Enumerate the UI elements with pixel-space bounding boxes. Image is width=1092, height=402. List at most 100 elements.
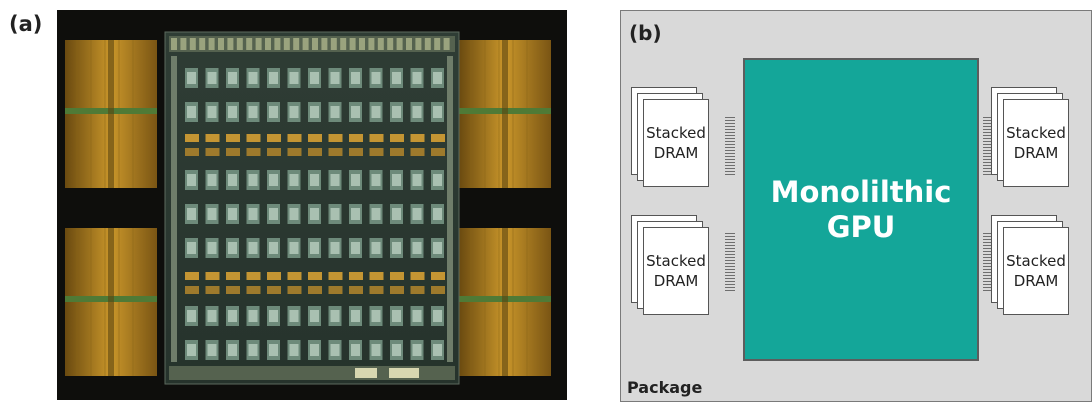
dram-stack-top-left: Stacked DRAM [631, 87, 721, 187]
sm-block-inner [412, 106, 422, 118]
cache-block [431, 286, 445, 294]
sm-block-inner [269, 72, 278, 84]
sm-block-inner [351, 310, 360, 322]
sm-block-inner [433, 242, 442, 254]
hbm-center-band [502, 228, 508, 376]
sm-block-inner [207, 208, 217, 220]
sm-block-inner [269, 344, 278, 356]
sm-block-inner [269, 174, 278, 186]
sm-block-inner [207, 72, 217, 84]
dram-label-line2: DRAM [1013, 144, 1059, 162]
die-io-pad [227, 38, 234, 50]
cache-block [369, 148, 384, 156]
cache-block [205, 272, 220, 280]
cache-block [287, 134, 302, 142]
sm-block-inner [289, 208, 299, 220]
die-io-pad [340, 38, 347, 50]
interposer-wires-top-right [983, 117, 993, 175]
sm-block-inner [392, 310, 401, 322]
cache-block [328, 286, 343, 294]
dram-label-line2: DRAM [653, 144, 699, 162]
sm-block-inner [412, 174, 422, 186]
die-io-pad [293, 38, 300, 50]
hbm-center-band [108, 40, 114, 188]
sm-block-inner [330, 208, 340, 220]
dram-layer-front: Stacked DRAM [643, 227, 709, 315]
cache-block [226, 148, 240, 156]
sm-block-inner [310, 242, 319, 254]
dram-stack-top-right: Stacked DRAM [991, 87, 1081, 187]
gpu-die-photo [57, 10, 567, 400]
sm-block-inner [371, 174, 381, 186]
die-io-pad [208, 38, 215, 50]
sm-block-inner [351, 174, 360, 186]
sm-block-inner [187, 344, 196, 356]
cache-block [205, 286, 220, 294]
cache-block [185, 272, 199, 280]
cache-block [349, 272, 363, 280]
die-io-pad [199, 38, 206, 50]
die-io-pad [406, 38, 412, 50]
sm-block-inner [248, 242, 258, 254]
sm-block-inner [433, 72, 442, 84]
die-io-pad [359, 38, 365, 50]
die-io-pad [218, 38, 224, 50]
sm-block-inner [330, 72, 340, 84]
die-io-pad [443, 38, 450, 50]
sm-block-inner [412, 344, 422, 356]
sm-block-inner [248, 106, 258, 118]
sm-block-inner [412, 310, 422, 322]
die-io-pad [171, 38, 177, 50]
sm-block-inner [330, 106, 340, 118]
sm-block-inner [392, 106, 401, 118]
die-photo-drawing [57, 10, 567, 400]
die-io-pad [189, 38, 196, 50]
hbm-center-band [108, 228, 114, 376]
cache-block [308, 148, 322, 156]
dram-label-line1: Stacked [646, 123, 706, 142]
cache-block [246, 134, 261, 142]
cache-block [185, 286, 199, 294]
die-side-bus-right [447, 56, 453, 362]
cache-block [431, 148, 445, 156]
dram-label-line1: Stacked [1006, 123, 1066, 142]
sm-block-inner [433, 310, 442, 322]
hbm-stacks-photo [65, 40, 551, 376]
cache-block [185, 148, 199, 156]
sm-block-inner [392, 72, 401, 84]
cache-block [410, 134, 425, 142]
sm-block-inner [248, 174, 258, 186]
sm-block-inner [207, 174, 217, 186]
cache-block [431, 272, 445, 280]
cache-block [410, 272, 425, 280]
die-io-pad [368, 38, 375, 50]
sm-block-inner [433, 344, 442, 356]
dram-label-line1: Stacked [1006, 251, 1066, 270]
cache-block [369, 134, 384, 142]
cache-block [410, 286, 425, 294]
sm-block-inner [371, 106, 381, 118]
die-io-pad [255, 38, 262, 50]
cache-block [349, 134, 363, 142]
sm-block-inner [207, 344, 217, 356]
die-io-pad [377, 38, 384, 50]
cache-block [226, 134, 240, 142]
cache-block [390, 134, 404, 142]
die-io-pad [302, 38, 309, 50]
sm-block-inner [392, 174, 401, 186]
die-io-pad [274, 38, 281, 50]
sm-block-inner [412, 72, 422, 84]
panel-a-label: (a) [9, 12, 43, 36]
sm-block-inner [289, 242, 299, 254]
sm-block-inner [207, 242, 217, 254]
cache-block [390, 286, 404, 294]
cache-block [431, 134, 445, 142]
panel-b-label: (b) [629, 21, 662, 45]
sm-block-inner [330, 310, 340, 322]
dram-stack-bottom-right: Stacked DRAM [991, 215, 1081, 315]
die-io-pad [246, 38, 253, 50]
monolithic-gpu-block: Monolilthic GPU [743, 58, 979, 361]
sm-block-inner [433, 174, 442, 186]
cache-block [328, 272, 343, 280]
cache-block [226, 272, 240, 280]
